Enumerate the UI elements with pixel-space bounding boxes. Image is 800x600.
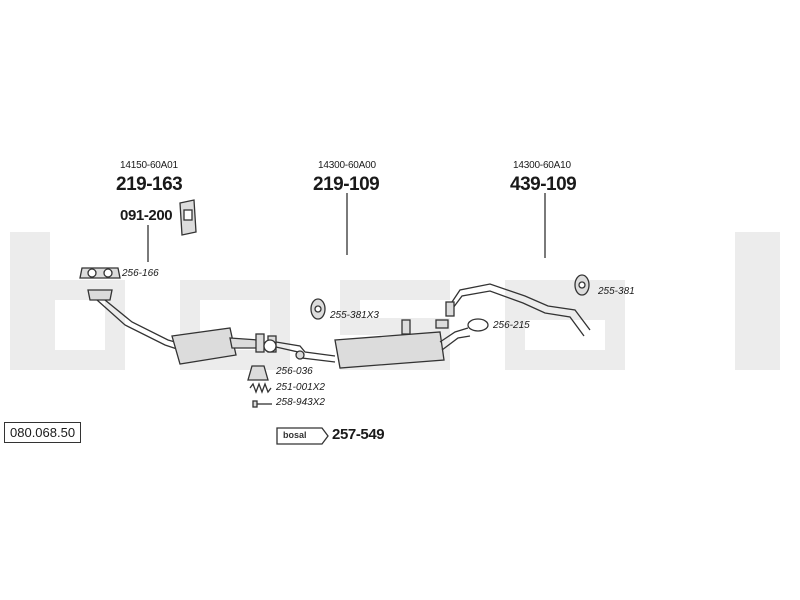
pipe-hanger	[295, 350, 305, 360]
front-flange	[87, 289, 113, 301]
oem-number-front: 14150-60A01	[120, 160, 178, 171]
silencer-outlet-pipe	[439, 327, 471, 351]
rubber-mount-255-381x3	[310, 298, 326, 320]
bosal-number-rear: 439-109	[510, 174, 577, 195]
oem-number-rear: 14300-60A10	[513, 160, 571, 171]
oem-number-middle: 14300-60A00	[318, 160, 376, 171]
bosal-number-middle: 219-109	[313, 174, 380, 195]
front-pipe	[96, 299, 183, 351]
spring-251-001x2	[249, 382, 272, 394]
rubber-mount-255-381	[574, 274, 590, 296]
part-label-256-036: 256-036	[276, 366, 313, 377]
bracket-number: 091-200	[120, 207, 173, 224]
rear-pipe-flange	[445, 301, 455, 317]
reference-number-box: 080.068.50	[4, 422, 82, 443]
gasket-256-036	[247, 365, 269, 381]
catalyst	[171, 327, 237, 365]
middle-silencer	[334, 331, 445, 369]
part-label-255-381x3: 255-381X3	[330, 310, 379, 321]
gasket-256-166	[79, 267, 121, 279]
bracket-091-200	[179, 199, 197, 236]
bosal-number-front: 219-163	[116, 174, 183, 195]
part-label-258-943x2: 258-943X2	[276, 397, 325, 408]
part-label-255-381: 255-381	[598, 286, 635, 297]
part-label-256-166: 256-166	[122, 268, 159, 279]
part-label-251-001x2: 251-001X2	[276, 382, 325, 393]
paste-tube	[276, 427, 329, 445]
paste-number: 257-549	[332, 426, 385, 443]
intermediate-pipe	[275, 341, 336, 363]
part-label-256-215: 256-215	[493, 320, 530, 331]
silencer-bracket	[401, 319, 411, 335]
paste-brand-label: bosal	[283, 430, 307, 440]
bolt-258-943x2	[252, 400, 272, 408]
flange-left	[255, 333, 265, 353]
silencer-hanger	[435, 319, 449, 329]
gasket-256-215	[467, 318, 489, 332]
rear-pipe	[449, 283, 591, 337]
ring-seal	[263, 339, 277, 353]
catalyst-outlet	[229, 337, 259, 349]
